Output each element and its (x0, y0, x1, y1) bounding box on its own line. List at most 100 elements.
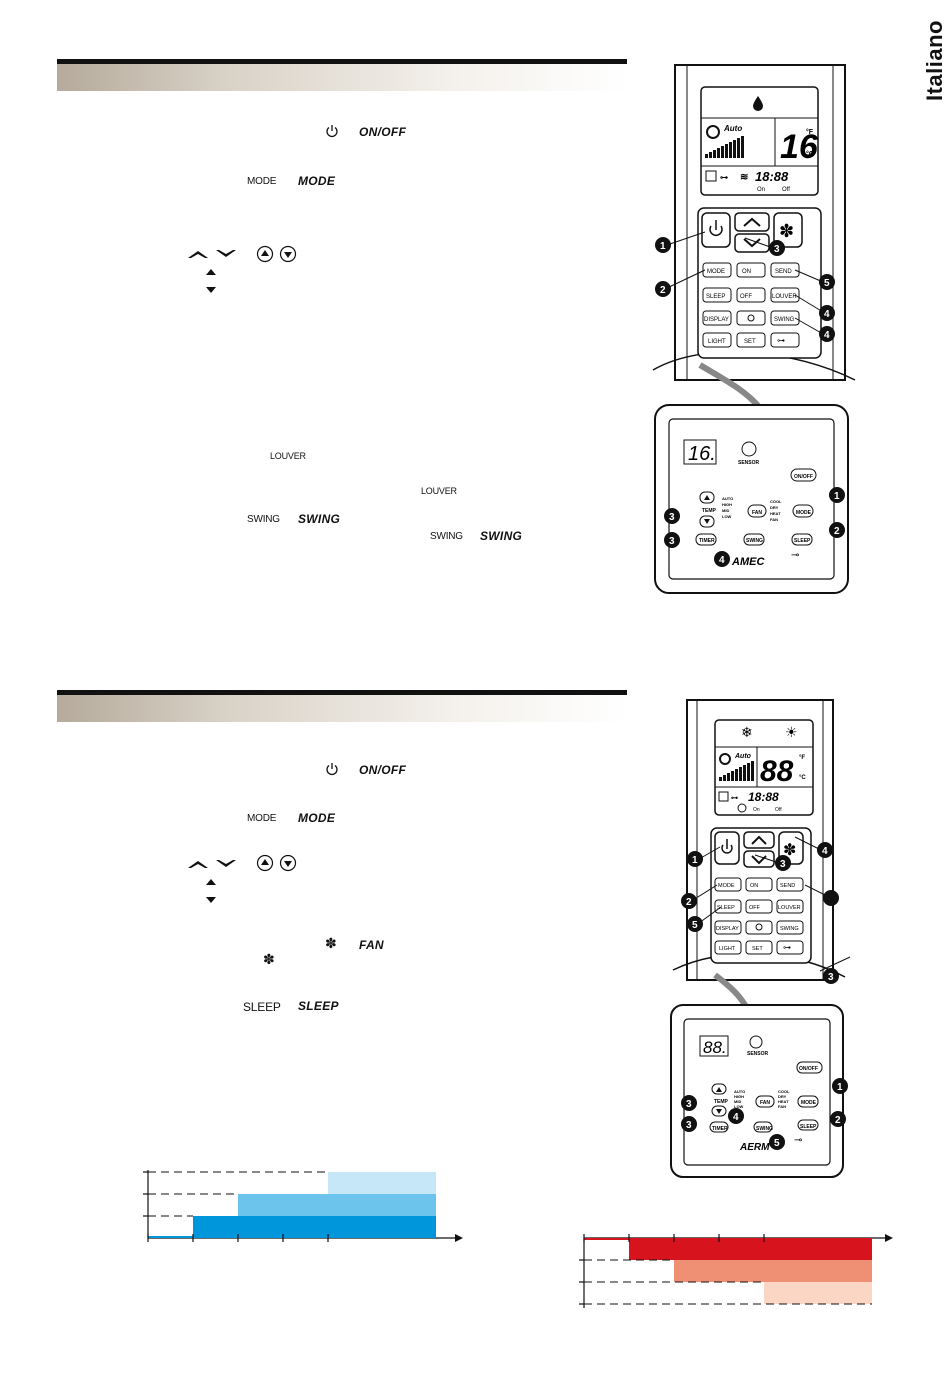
louver-label-2: LOUVER (421, 486, 457, 496)
bar-1 (238, 1194, 436, 1216)
remote2-btn-off: OFF (749, 905, 761, 911)
remote2-unit-f: °F (799, 755, 805, 761)
triangle-down-icon (206, 897, 216, 903)
svg-text:3: 3 (780, 859, 786, 870)
chevron-up-down-icon (188, 250, 236, 258)
sun-icon: ☀ (785, 724, 798, 740)
sleep-small-label: SLEEP (243, 1000, 281, 1014)
panel1-display: 16. (688, 443, 716, 465)
power-icon (326, 763, 338, 776)
svg-text:2: 2 (834, 526, 840, 537)
panel1-temp: TEMP (702, 508, 717, 514)
svg-text:1: 1 (837, 1082, 843, 1093)
remote-control-2: ❄ ☀ Auto 88 °F °C ⊶ 18:88 On Off ✽ MODE … (672, 699, 851, 1027)
x-axis-arrow (885, 1234, 893, 1242)
power-icon (326, 125, 338, 138)
remote-control-1: Auto 16 °F °C ⊶ ≋ 18:88 On Off ✽ MODE ON… (652, 64, 856, 410)
svg-text:MID: MID (722, 508, 729, 513)
remote2-btn-louver: LOUVER (778, 905, 801, 911)
bar-0 (629, 1238, 872, 1260)
panel1-timer: TIMER (699, 538, 715, 544)
bar-2 (764, 1282, 872, 1304)
remote1-auto: Auto (723, 124, 742, 133)
remote1-btn-light: LIGHT (708, 339, 726, 345)
svg-text:3: 3 (774, 244, 780, 255)
svg-text:3: 3 (686, 1099, 692, 1110)
remote1-on: On (757, 187, 765, 193)
panel2-brand: AERM (739, 1142, 770, 1153)
triangle-down-icon (206, 287, 216, 293)
svg-text:4: 4 (719, 555, 725, 566)
svg-text:1: 1 (834, 491, 840, 502)
sleep-bold-label: SLEEP (298, 999, 339, 1013)
svg-text:AUTO: AUTO (722, 496, 733, 501)
svg-text:2: 2 (835, 1115, 841, 1126)
triangle-up-icon (206, 879, 216, 885)
svg-text:4: 4 (824, 330, 830, 341)
section1-header-band (57, 64, 627, 91)
svg-text:MID: MID (734, 1099, 741, 1104)
remote1-btn-mode: MODE (707, 269, 725, 275)
onoff-label: ON/OFF (359, 125, 407, 139)
drop-icon (753, 96, 763, 111)
section2-rule (57, 690, 627, 695)
key-icon: ⊸ (791, 550, 799, 561)
key-icon: ⊶ (777, 336, 785, 345)
remote1-btn-sleep: SLEEP (706, 294, 725, 300)
fan-icon-small: ✽ (263, 951, 275, 967)
svg-text:HEAT: HEAT (778, 1099, 789, 1104)
remote1-unit-f: °F (806, 128, 814, 136)
onoff-label-2: ON/OFF (359, 763, 407, 777)
svg-text:COOL: COOL (778, 1089, 790, 1094)
svg-text:⊶: ⊶ (731, 795, 738, 802)
bar-0 (193, 1216, 436, 1238)
svg-text:4: 4 (733, 1112, 739, 1123)
remote2-btn-mode: MODE (718, 883, 735, 889)
panel2-callouts: 1 2 3 3 4 5 (681, 1078, 848, 1150)
remote1-btn-louver: LOUVER (772, 294, 797, 300)
svg-text:5: 5 (774, 1138, 780, 1149)
svg-text:FAN: FAN (770, 517, 778, 522)
language-tab: Italiano (922, 20, 947, 102)
panel2-timer: TIMER (712, 1126, 728, 1132)
remote2-callouts: 1 2 3 3 4 5 (681, 836, 851, 984)
panel1-callouts: 1 2 3 3 4 (664, 487, 845, 567)
svg-text:FAN: FAN (778, 1104, 786, 1109)
svg-text:⊸: ⊸ (794, 1135, 802, 1146)
svg-text:5: 5 (692, 920, 698, 931)
panel2-mode: MODE (801, 1100, 817, 1106)
mode-bold-label: MODE (298, 174, 336, 188)
panel1-sleep: SLEEP (794, 538, 811, 544)
remote1-callouts: 1 2 3 4 4 5 (655, 231, 835, 342)
panel1-onoff: ON/OFF (794, 474, 813, 480)
svg-text:LOW: LOW (722, 514, 732, 519)
mode-small-label: MODE (247, 176, 277, 187)
remote2-time: 18:88 (748, 790, 779, 804)
panel2-sensor: SENSOR (747, 1051, 769, 1057)
bar-1 (674, 1260, 872, 1282)
blue-step-chart (143, 1170, 463, 1242)
panel2-swing: SWING (756, 1126, 773, 1132)
svg-text:HIGH: HIGH (722, 502, 732, 507)
mode-small-label-2: MODE (247, 813, 277, 824)
remote1-temp: 16 (780, 128, 819, 166)
remote1-btn-send: SEND (775, 269, 792, 275)
svg-text:3: 3 (686, 1120, 692, 1131)
remote1-btn-swing: SWING (774, 317, 795, 323)
louver-label-1: LOUVER (270, 451, 306, 461)
remote1-btn-display: DISPLAY (704, 317, 729, 323)
panel2-display: 88. (703, 1038, 727, 1057)
panel2-onoff: ON/OFF (799, 1066, 818, 1072)
svg-text:DRY: DRY (770, 505, 779, 510)
remote2-btn-sleep: SLEEP (717, 905, 735, 911)
fan-bold-label: FAN (359, 938, 384, 952)
panel1-brand: AMEC (731, 556, 765, 568)
remote2-btn-on: ON (750, 883, 758, 889)
circle-arrows-icon (256, 245, 297, 263)
remote2-btn-set: SET (752, 946, 763, 952)
svg-text:1: 1 (692, 855, 698, 866)
svg-text:3: 3 (669, 536, 675, 547)
remote2-btn-send: SEND (780, 883, 795, 889)
wifi-icon: ≋ (740, 172, 748, 183)
